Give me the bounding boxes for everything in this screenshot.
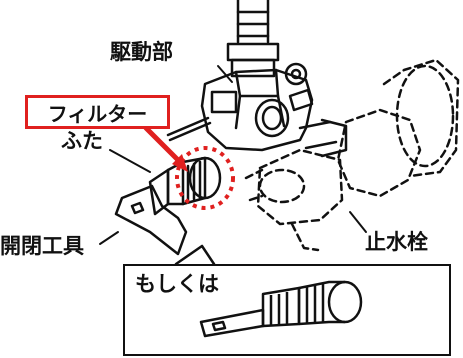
outlet-pipe bbox=[298, 118, 348, 158]
drive-unit-body bbox=[200, 62, 314, 152]
alternative-callout: もしくは bbox=[123, 264, 451, 356]
leader-lines bbox=[99, 65, 367, 245]
callout-pointer bbox=[174, 244, 216, 266]
supply-pipe bbox=[226, 0, 280, 78]
stop-valve-label: 止水栓 bbox=[365, 230, 428, 254]
alternative-lid-illustration bbox=[199, 280, 363, 338]
alternatively-label: もしくは bbox=[135, 272, 219, 296]
stop-valve-outline bbox=[244, 58, 460, 252]
filter-highlight bbox=[143, 125, 235, 210]
drive-unit-label: 駆動部 bbox=[110, 40, 173, 64]
filter-label: フィルター bbox=[25, 95, 170, 129]
opening-tool bbox=[114, 184, 188, 256]
drive-unit-pin bbox=[166, 116, 212, 142]
opening-tool-label: 開閉工具 bbox=[0, 234, 84, 258]
lid-label: ふた bbox=[61, 129, 103, 153]
